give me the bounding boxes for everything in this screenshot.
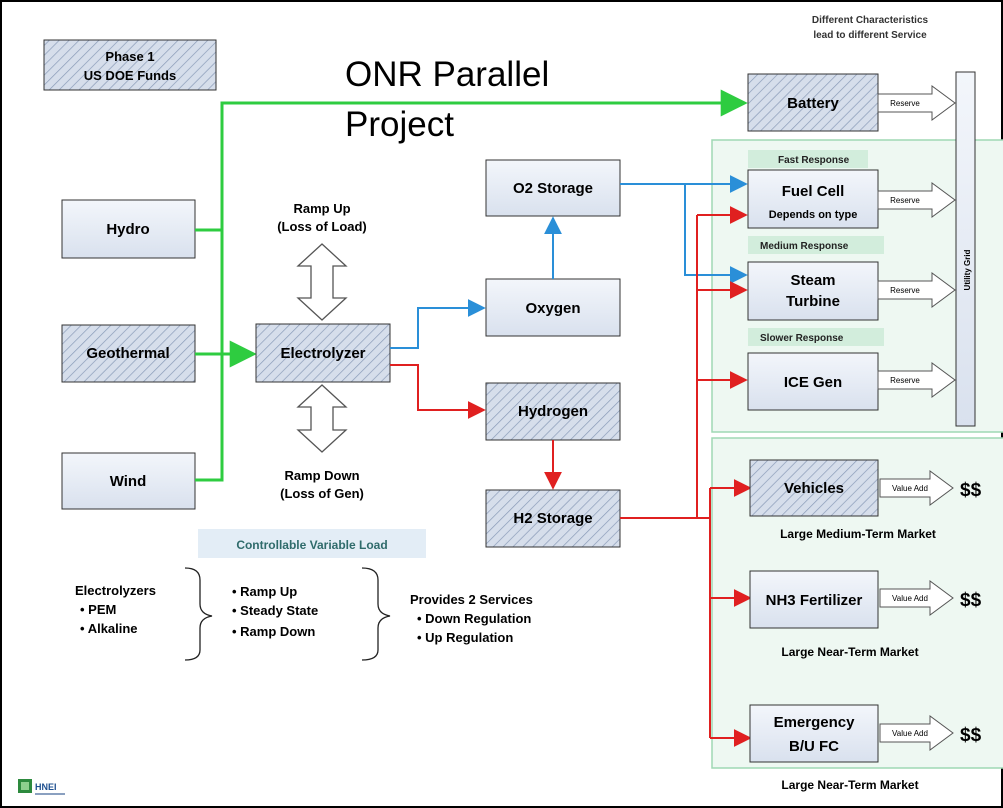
- hydrogen-label: Hydrogen: [518, 403, 588, 420]
- medium-response-label: Medium Response: [760, 241, 849, 252]
- utility-grid-label: Utility Grid: [963, 249, 972, 290]
- battery-label: Battery: [787, 95, 839, 112]
- ramp-down-sublabel: (Loss of Gen): [280, 486, 364, 501]
- phase-1-box: [43, 39, 217, 91]
- ramp-up-sublabel: (Loss of Load): [277, 219, 367, 234]
- nh3-dollars: $$: [960, 590, 982, 611]
- battery-reserve-label: Reserve: [890, 99, 920, 108]
- o2-storage-box: [485, 159, 621, 217]
- electrolyzer-label: Electrolyzer: [280, 345, 365, 362]
- emergency-label: Emergency: [774, 714, 856, 731]
- ramp-down-label: Ramp Down: [284, 468, 359, 483]
- value-add-arrows: [879, 470, 954, 751]
- steam-label: Steam: [790, 272, 835, 289]
- hnei-logo-text: HNEI: [35, 782, 57, 792]
- vehicles-dollars: $$: [960, 480, 982, 501]
- phase-1-label: Phase 1: [105, 49, 154, 64]
- services-bullet-1: • Down Regulation: [417, 611, 531, 626]
- vehicles-market-label: Large Medium-Term Market: [780, 527, 936, 541]
- oxygen-label: Oxygen: [525, 300, 580, 317]
- vehicles-box: [749, 459, 879, 517]
- onr-title-line2: Project: [345, 105, 454, 144]
- hnei-logo: HNEI: [18, 779, 65, 795]
- electrolyzers-title: Electrolyzers: [75, 583, 156, 598]
- services-bullet-2: • Up Regulation: [417, 630, 513, 645]
- reserve-arrows: [877, 85, 956, 398]
- characteristics-line2: lead to different Service: [813, 30, 927, 41]
- fuel-cell-reserve-label: Reserve: [890, 196, 920, 205]
- emergency-dollars: $$: [960, 725, 982, 746]
- nh3-fertilizer-box: [749, 570, 879, 629]
- ramp-down-double-arrow: [296, 384, 348, 453]
- bu-fc-label: B/U FC: [789, 738, 839, 755]
- hydrogen-box: [485, 382, 621, 441]
- slower-response-label: Slower Response: [760, 333, 844, 344]
- services-title: Provides 2 Services: [410, 592, 533, 607]
- wind-label: Wind: [110, 473, 147, 490]
- characteristics-line1: Different Characteristics: [812, 15, 929, 26]
- nh3-market-label: Large Near-Term Market: [781, 645, 918, 659]
- emergency-fc-box: [749, 704, 879, 763]
- controllable-load-title: Controllable Variable Load: [236, 538, 387, 552]
- vehicles-label: Vehicles: [784, 480, 844, 497]
- battery-box: [747, 73, 879, 132]
- emergency-market-label: Large Near-Term Market: [781, 778, 918, 792]
- emergency-value-add-label: Value Add: [892, 729, 928, 738]
- fuel-cell-label: Fuel Cell: [782, 183, 845, 200]
- fuel-cell-sublabel: Depends on type: [769, 209, 858, 221]
- mode-bullet-2: • Steady State: [232, 603, 318, 618]
- nh3-fertilizer-label: NH3 Fertilizer: [766, 592, 863, 609]
- ramp-up-label: Ramp Up: [293, 201, 350, 216]
- vehicles-value-add-label: Value Add: [892, 484, 928, 493]
- medium-response-tag: [748, 236, 884, 254]
- blue-oxygen-arrows: [390, 175, 748, 349]
- onr-title-line1: ONR Parallel: [345, 55, 549, 94]
- h2-storage-label: H2 Storage: [513, 510, 592, 527]
- left-brace: [184, 567, 213, 661]
- electrolyzers-bullet-2: • Alkaline: [80, 621, 138, 636]
- steam-reserve-label: Reserve: [890, 286, 920, 295]
- fast-response-label: Fast Response: [778, 155, 850, 166]
- ramp-up-double-arrow: [296, 243, 348, 321]
- us-doe-funds-label: US DOE Funds: [84, 68, 176, 83]
- slower-response-tag: [748, 328, 884, 346]
- electrolyzer-box: [255, 323, 391, 383]
- electrolyzers-bullet-1: • PEM: [80, 602, 116, 617]
- utility-grid-bar: [955, 71, 976, 427]
- o2-storage-label: O2 Storage: [513, 180, 593, 197]
- steam-turbine-box: [747, 261, 879, 321]
- red-hydrogen-arrows: [390, 206, 752, 747]
- green-power-arrows: [195, 89, 748, 482]
- controllable-load-title-box: [198, 529, 426, 558]
- ice-gen-label: ICE Gen: [784, 374, 842, 391]
- mode-bullet-3: • Ramp Down: [232, 624, 315, 639]
- nh3-value-add-label: Value Add: [892, 594, 928, 603]
- turbine-label: Turbine: [786, 293, 840, 310]
- ice-reserve-label: Reserve: [890, 376, 920, 385]
- right-brace: [361, 567, 391, 661]
- mode-bullet-1: • Ramp Up: [232, 584, 297, 599]
- fast-response-tag: [748, 150, 868, 168]
- geothermal-label: Geothermal: [86, 345, 169, 362]
- h2-storage-box: [485, 489, 621, 548]
- hydro-label: Hydro: [106, 221, 149, 238]
